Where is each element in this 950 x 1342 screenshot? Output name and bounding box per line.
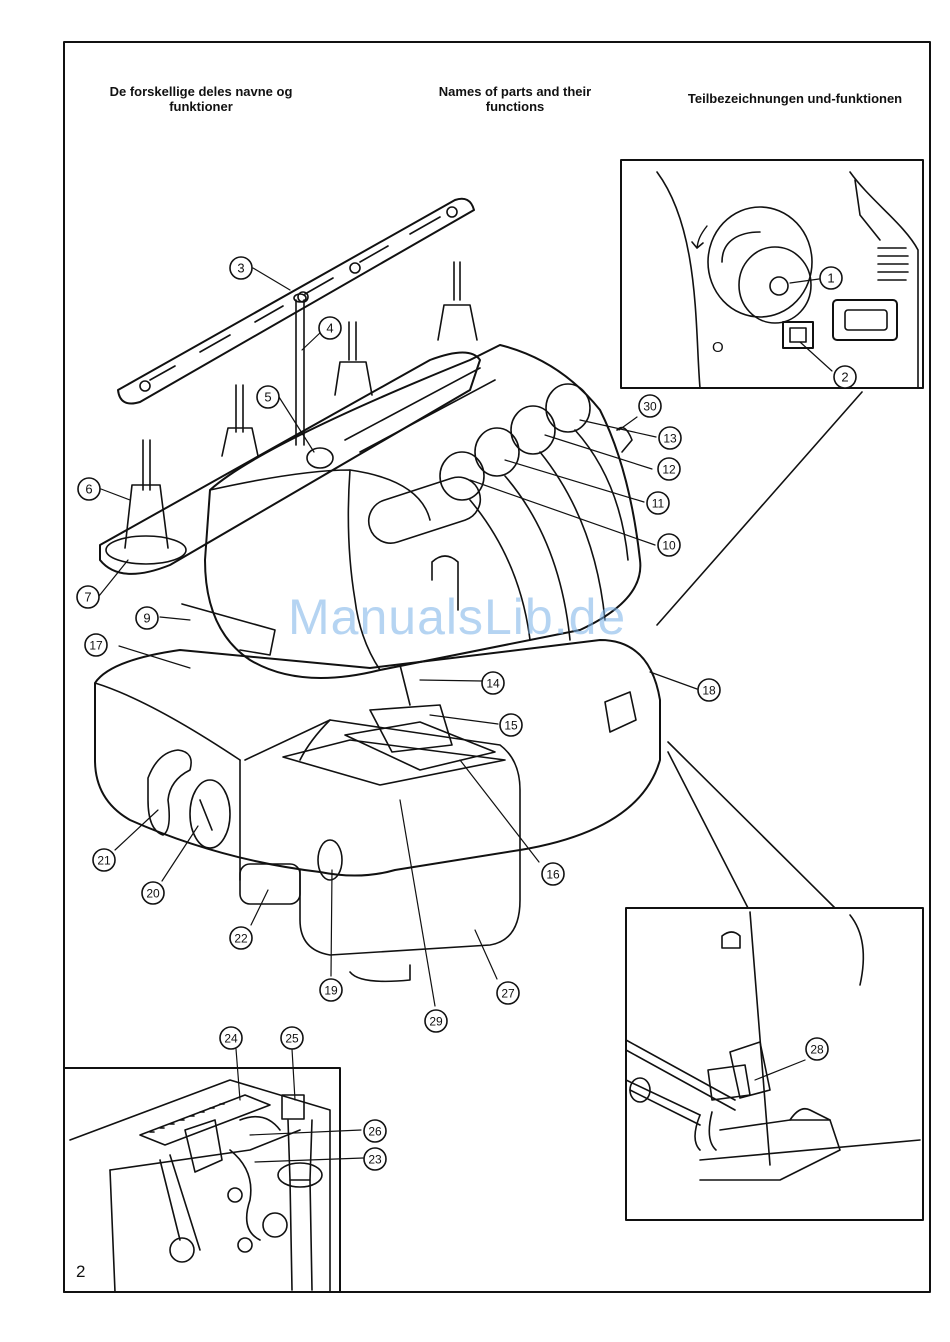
callout-number: 5 bbox=[264, 390, 271, 405]
page-number: 2 bbox=[76, 1262, 85, 1282]
callout-number: 16 bbox=[546, 868, 560, 882]
callout-number: 2 bbox=[841, 370, 848, 385]
callout-21: 21 bbox=[93, 849, 115, 871]
inset-power-switch bbox=[621, 160, 923, 388]
callout-24: 24 bbox=[220, 1027, 242, 1049]
callout-number: 21 bbox=[97, 854, 111, 868]
callout-number: 15 bbox=[504, 719, 518, 733]
callout-3: 3 bbox=[230, 257, 252, 279]
callout-number: 4 bbox=[326, 321, 333, 336]
callout-30: 30 bbox=[639, 395, 661, 417]
callout-23: 23 bbox=[364, 1148, 386, 1170]
callout-29: 29 bbox=[425, 1010, 447, 1032]
callout-9: 9 bbox=[136, 607, 158, 629]
callout-number: 20 bbox=[146, 887, 160, 901]
callout-28: 28 bbox=[806, 1038, 828, 1060]
inset-looper-area bbox=[64, 1068, 340, 1292]
callout-25: 25 bbox=[281, 1027, 303, 1049]
callout-leader-lines bbox=[99, 268, 832, 1162]
callout-number: 14 bbox=[486, 677, 500, 691]
callout-number: 25 bbox=[285, 1032, 299, 1046]
callout-number: 1 bbox=[827, 271, 834, 286]
page-frame bbox=[64, 42, 930, 1292]
leader-inset-switch bbox=[657, 392, 862, 625]
callout-4: 4 bbox=[319, 317, 341, 339]
watermark: ManualsLib.de bbox=[288, 588, 626, 646]
callout-14: 14 bbox=[482, 672, 504, 694]
callout-number: 10 bbox=[662, 539, 676, 553]
callout-16: 16 bbox=[542, 863, 564, 885]
callout-number: 23 bbox=[368, 1153, 382, 1167]
callout-number: 26 bbox=[368, 1125, 382, 1139]
callout-15: 15 bbox=[500, 714, 522, 736]
callout-number: 3 bbox=[237, 261, 244, 276]
callout-1: 1 bbox=[820, 267, 842, 289]
callout-6: 6 bbox=[78, 478, 100, 500]
callout-number: 24 bbox=[224, 1032, 238, 1046]
callout-12: 12 bbox=[658, 458, 680, 480]
callout-number: 22 bbox=[234, 932, 248, 946]
leader-inset-knife-a bbox=[668, 742, 835, 908]
callout-number: 29 bbox=[429, 1015, 443, 1029]
callout-number: 30 bbox=[643, 400, 657, 414]
callout-10: 10 bbox=[658, 534, 680, 556]
callout-number: 28 bbox=[810, 1043, 824, 1057]
callout-number: 17 bbox=[89, 639, 103, 653]
callout-13: 13 bbox=[659, 427, 681, 449]
callout-number: 6 bbox=[85, 482, 92, 497]
callout-2: 2 bbox=[834, 366, 856, 388]
callout-number: 19 bbox=[324, 984, 338, 998]
callout-11: 11 bbox=[647, 492, 669, 514]
callout-22: 22 bbox=[230, 927, 252, 949]
callout-17: 17 bbox=[85, 634, 107, 656]
callout-number: 18 bbox=[702, 684, 716, 698]
callout-27: 27 bbox=[497, 982, 519, 1004]
callout-20: 20 bbox=[142, 882, 164, 904]
callout-number: 12 bbox=[662, 463, 676, 477]
callout-number: 9 bbox=[143, 611, 150, 626]
callout-number: 7 bbox=[84, 590, 91, 605]
callout-7: 7 bbox=[77, 586, 99, 608]
switch-off-mark: O bbox=[712, 339, 724, 356]
callout-number: 13 bbox=[663, 432, 677, 446]
inset-knife-area bbox=[626, 908, 923, 1220]
callout-5: 5 bbox=[257, 386, 279, 408]
callout-18: 18 bbox=[698, 679, 720, 701]
leader-inset-knife-b bbox=[668, 752, 748, 908]
callout-number: 27 bbox=[501, 987, 515, 1001]
callout-number: 11 bbox=[652, 497, 665, 511]
callout-26: 26 bbox=[364, 1120, 386, 1142]
callout-19: 19 bbox=[320, 979, 342, 1001]
